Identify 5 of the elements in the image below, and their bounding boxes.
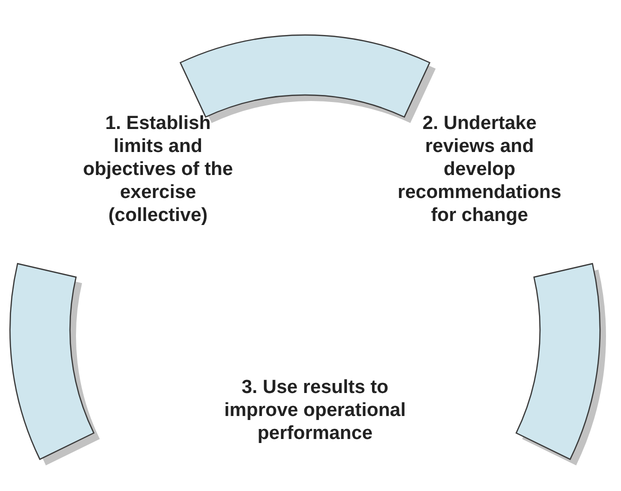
step-label: 2. Undertake reviews and develop recommendations for change <box>396 112 562 227</box>
step-label: 3. Use results to improve operational performance <box>223 376 407 445</box>
arc-segment <box>516 263 606 466</box>
arc-segment <box>9 263 100 466</box>
step-label: 1. Establish limits and objectives of the exercise (collective) <box>82 112 234 227</box>
